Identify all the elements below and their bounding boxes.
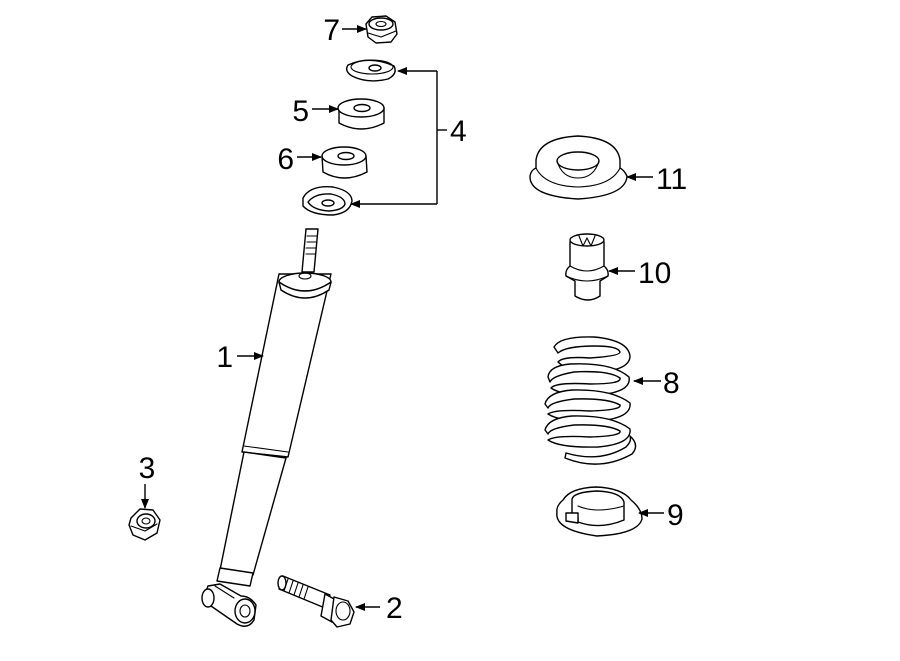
callout-4: 4: [450, 115, 467, 148]
callout-5: 5: [292, 95, 309, 128]
lower-bushing: [321, 146, 368, 179]
upper-washer: [345, 59, 396, 82]
callout-3: 3: [139, 452, 156, 485]
spring-lower-seat: [556, 486, 643, 537]
callout-1: 1: [216, 341, 233, 374]
bolt: [277, 575, 355, 628]
lower-washer: [302, 186, 353, 216]
upper-bushing: [337, 98, 385, 130]
callout-11: 11: [656, 163, 687, 196]
leader-lines: [141, 25, 664, 611]
callout-6: 6: [277, 143, 294, 176]
spring-upper-seat: [529, 135, 628, 200]
upper-nut: [365, 15, 398, 44]
bump-stop: [565, 233, 609, 301]
coil-spring: [544, 336, 637, 465]
callout-9: 9: [667, 499, 684, 532]
callout-10: 10: [638, 257, 671, 290]
shock-absorber: [201, 228, 332, 627]
hex-nut: [128, 508, 161, 541]
callout-2: 2: [386, 592, 403, 625]
callout-7: 7: [323, 14, 340, 47]
callout-8: 8: [663, 367, 680, 400]
